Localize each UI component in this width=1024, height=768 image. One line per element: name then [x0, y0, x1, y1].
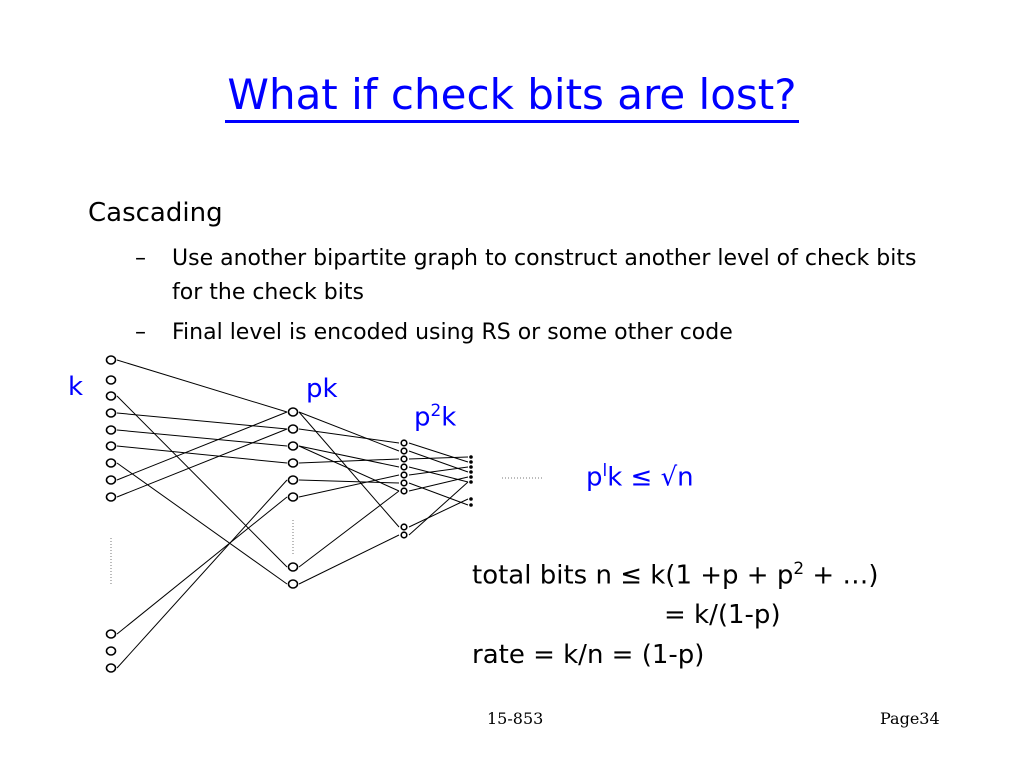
footer-page-number: Page34	[880, 709, 940, 728]
graph-node	[400, 479, 408, 487]
slide-title: What if check bits are lost?	[0, 70, 1024, 123]
label-plk-base: p	[586, 462, 603, 493]
graph-edge	[116, 395, 288, 568]
graph-node	[287, 407, 299, 417]
graph-node	[469, 460, 473, 464]
label-plk-exponent: l	[602, 460, 608, 480]
graph-node	[469, 455, 473, 459]
graph-edge	[298, 445, 400, 468]
graph-node	[400, 463, 408, 471]
formula-total-bits-a: total bits n ≤ k(1 +p + p	[472, 560, 794, 591]
graph-edge	[116, 412, 288, 430]
graph-edge	[116, 479, 288, 669]
graph-edge	[408, 442, 469, 463]
graph-edge	[298, 411, 400, 528]
label-plk-tail: k ≤ √n	[607, 462, 694, 493]
label-p2k-base: p	[414, 402, 431, 433]
graph-node	[400, 447, 408, 455]
graph-node	[105, 391, 117, 401]
graph-node	[469, 470, 473, 474]
graph-node	[105, 458, 117, 468]
graph-node	[287, 475, 299, 485]
graph-edge	[408, 456, 469, 460]
graph-node	[105, 629, 117, 639]
graph-node	[287, 492, 299, 502]
bullet-dash: –	[135, 246, 146, 271]
graph-node	[105, 441, 117, 451]
graph-node	[105, 475, 117, 485]
graph-node	[469, 465, 473, 469]
graph-edge	[408, 482, 469, 506]
graph-node	[400, 531, 408, 539]
graph-edge	[298, 458, 400, 464]
graph-node	[469, 480, 473, 484]
label-k: k	[68, 372, 84, 402]
graph-node	[287, 441, 299, 451]
graph-node	[287, 458, 299, 468]
graph-edge	[298, 445, 400, 492]
graph-node	[287, 562, 299, 572]
label-pk: pk	[306, 374, 338, 404]
graph-edge	[298, 411, 400, 452]
formula-rate: rate = k/n = (1-p)	[472, 640, 705, 670]
label-p2k: p2k	[414, 400, 456, 433]
formula-total-bits-b: + …)	[804, 560, 879, 591]
graph-node	[105, 646, 117, 656]
graph-node	[287, 579, 299, 589]
graph-edge	[116, 445, 288, 464]
graph-node	[400, 471, 408, 479]
graph-node	[469, 497, 473, 501]
graph-node	[469, 503, 473, 507]
formula-sum: = k/(1-p)	[664, 600, 781, 630]
graph-node	[105, 375, 117, 385]
label-plk-bound: plk ≤ √n	[586, 460, 694, 493]
graph-edge	[298, 534, 400, 585]
graph-edge	[298, 490, 400, 568]
graph-edge	[116, 496, 288, 635]
graph-edge	[116, 429, 288, 447]
graph-edge	[116, 359, 288, 413]
graph-node	[469, 475, 473, 479]
graph-node	[105, 355, 117, 365]
graph-edge	[116, 411, 288, 481]
bullet-dash: –	[135, 320, 146, 345]
footer-course-code: 15-853	[487, 709, 544, 728]
label-p2k-exponent: 2	[430, 400, 442, 420]
graph-node	[105, 663, 117, 673]
graph-node	[400, 487, 408, 495]
label-p2k-tail: k	[441, 402, 457, 433]
graph-edge	[116, 462, 288, 585]
graph-node	[105, 425, 117, 435]
graph-edge	[408, 466, 469, 476]
graph-edge	[298, 474, 400, 498]
formula-total-bits: total bits n ≤ k(1 +p + p2 + …)	[472, 558, 879, 591]
graph-node	[287, 424, 299, 434]
graph-node	[400, 439, 408, 447]
graph-edge	[116, 428, 288, 498]
graph-node	[400, 455, 408, 463]
graph-edge	[298, 479, 400, 484]
graph-edge	[408, 481, 469, 536]
graph-node	[105, 492, 117, 502]
formula-total-bits-exponent: 2	[793, 558, 805, 578]
graph-edge	[408, 476, 469, 492]
bullet-text: Use another bipartite graph to construct…	[172, 246, 917, 305]
graph-node	[105, 408, 117, 418]
slide-title-text: What if check bits are lost?	[225, 70, 799, 123]
graph-node	[400, 523, 408, 531]
graph-edge	[408, 498, 469, 528]
bullet-heading-cascading: Cascading	[88, 198, 223, 228]
bullet-text: Final level is encoded using RS or some …	[172, 320, 733, 345]
